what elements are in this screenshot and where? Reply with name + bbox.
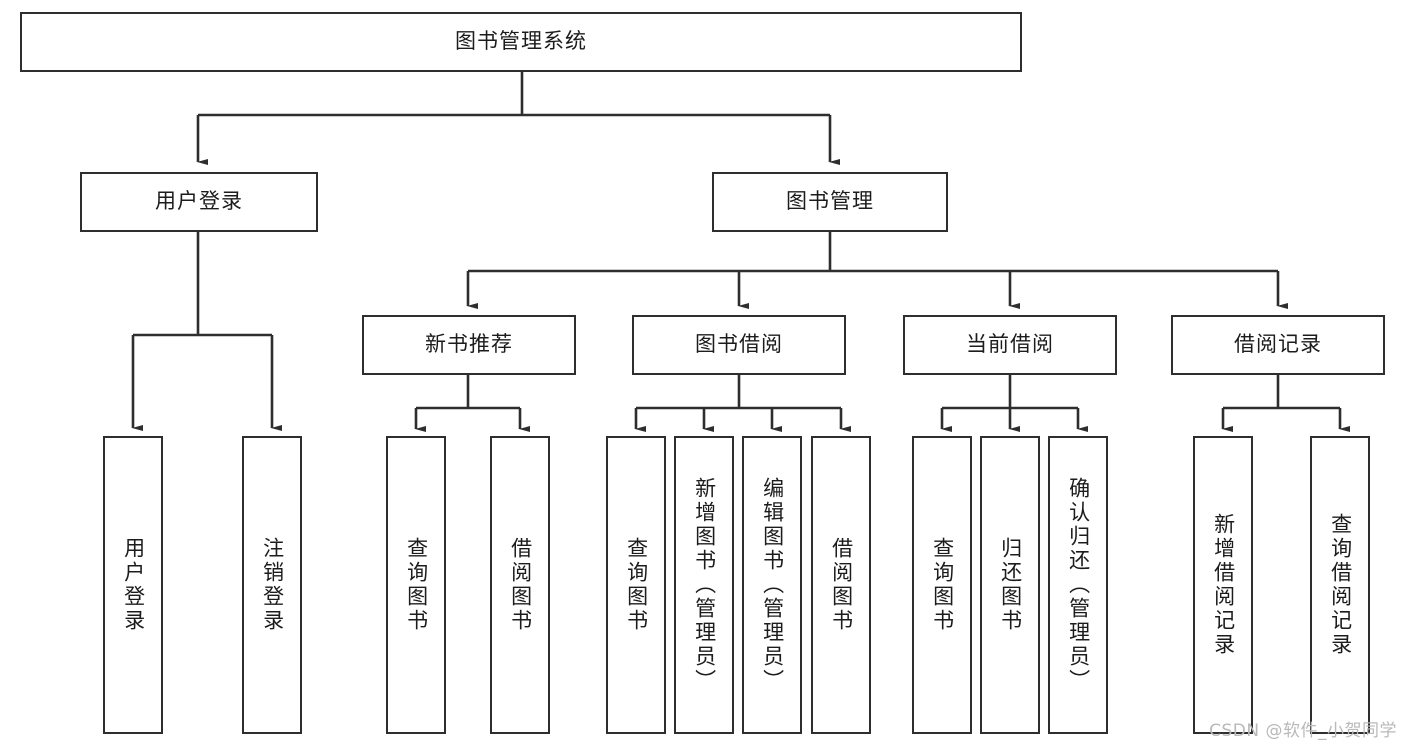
node-leaf-borrow-book-1-label: 借阅图书 <box>508 537 533 633</box>
node-current-borrow-label: 当前借阅 <box>966 332 1054 357</box>
node-leaf-query-book-2-label: 查询图书 <box>624 537 649 633</box>
node-user-login-label: 用户登录 <box>155 189 243 214</box>
node-leaf-user-login-label: 用户登录 <box>121 537 146 633</box>
node-current-borrow[interactable]: 当前借阅 <box>903 315 1117 375</box>
node-leaf-edit-book[interactable]: 编辑图书（管理员） <box>742 436 802 734</box>
node-borrow-record-label: 借阅记录 <box>1234 332 1322 357</box>
node-leaf-query-book-1[interactable]: 查询图书 <box>386 436 446 734</box>
node-book-borrow-label: 图书借阅 <box>695 332 783 357</box>
node-book-borrow[interactable]: 图书借阅 <box>632 315 846 375</box>
node-leaf-query-book-2[interactable]: 查询图书 <box>606 436 666 734</box>
node-leaf-borrow-book-2-label: 借阅图书 <box>829 537 854 633</box>
node-leaf-query-book-3[interactable]: 查询图书 <box>912 436 972 734</box>
node-leaf-logout-login[interactable]: 注销登录 <box>242 436 302 734</box>
node-leaf-edit-book-label: 编辑图书（管理员） <box>760 477 785 693</box>
node-new-book-recommend-label: 新书推荐 <box>425 332 513 357</box>
node-leaf-add-book[interactable]: 新增图书（管理员） <box>674 436 734 734</box>
node-leaf-add-record[interactable]: 新增借阅记录 <box>1193 436 1253 734</box>
node-leaf-add-book-label: 新增图书（管理员） <box>692 477 717 693</box>
node-leaf-confirm-return[interactable]: 确认归还（管理员） <box>1048 436 1108 734</box>
node-new-book-recommend[interactable]: 新书推荐 <box>362 315 576 375</box>
node-book-manage[interactable]: 图书管理 <box>712 172 948 232</box>
node-leaf-confirm-return-label: 确认归还（管理员） <box>1066 477 1091 693</box>
node-root[interactable]: 图书管理系统 <box>20 12 1022 72</box>
node-leaf-return-book-label: 归还图书 <box>998 537 1023 633</box>
node-root-label: 图书管理系统 <box>455 29 587 54</box>
node-book-manage-label: 图书管理 <box>786 189 874 214</box>
node-leaf-return-book[interactable]: 归还图书 <box>980 436 1040 734</box>
node-leaf-query-book-1-label: 查询图书 <box>404 537 429 633</box>
node-leaf-borrow-book-2[interactable]: 借阅图书 <box>811 436 871 734</box>
node-leaf-query-record[interactable]: 查询借阅记录 <box>1310 436 1370 734</box>
node-user-login[interactable]: 用户登录 <box>80 172 318 232</box>
node-leaf-user-login[interactable]: 用户登录 <box>103 436 163 734</box>
node-borrow-record[interactable]: 借阅记录 <box>1171 315 1385 375</box>
node-leaf-logout-login-label: 注销登录 <box>260 537 285 633</box>
node-leaf-add-record-label: 新增借阅记录 <box>1211 513 1236 657</box>
node-leaf-query-book-3-label: 查询图书 <box>930 537 955 633</box>
node-leaf-query-record-label: 查询借阅记录 <box>1328 513 1353 657</box>
node-leaf-borrow-book-1[interactable]: 借阅图书 <box>490 436 550 734</box>
